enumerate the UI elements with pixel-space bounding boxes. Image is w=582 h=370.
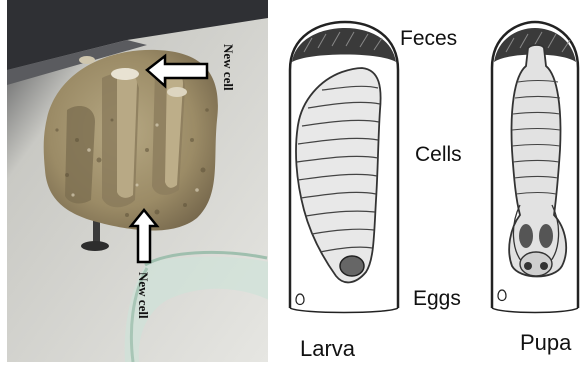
new-cell-label-top: New cell	[220, 44, 236, 91]
label-larva: Larva	[300, 336, 355, 362]
pupa-cell	[492, 22, 578, 313]
label-pupa: Pupa	[520, 330, 571, 356]
label-cells: Cells	[415, 143, 462, 167]
new-cell-label-bottom: New cell	[135, 272, 151, 319]
larva-cell	[290, 22, 398, 313]
label-eggs: Eggs	[413, 287, 461, 311]
label-feces: Feces	[400, 27, 457, 51]
